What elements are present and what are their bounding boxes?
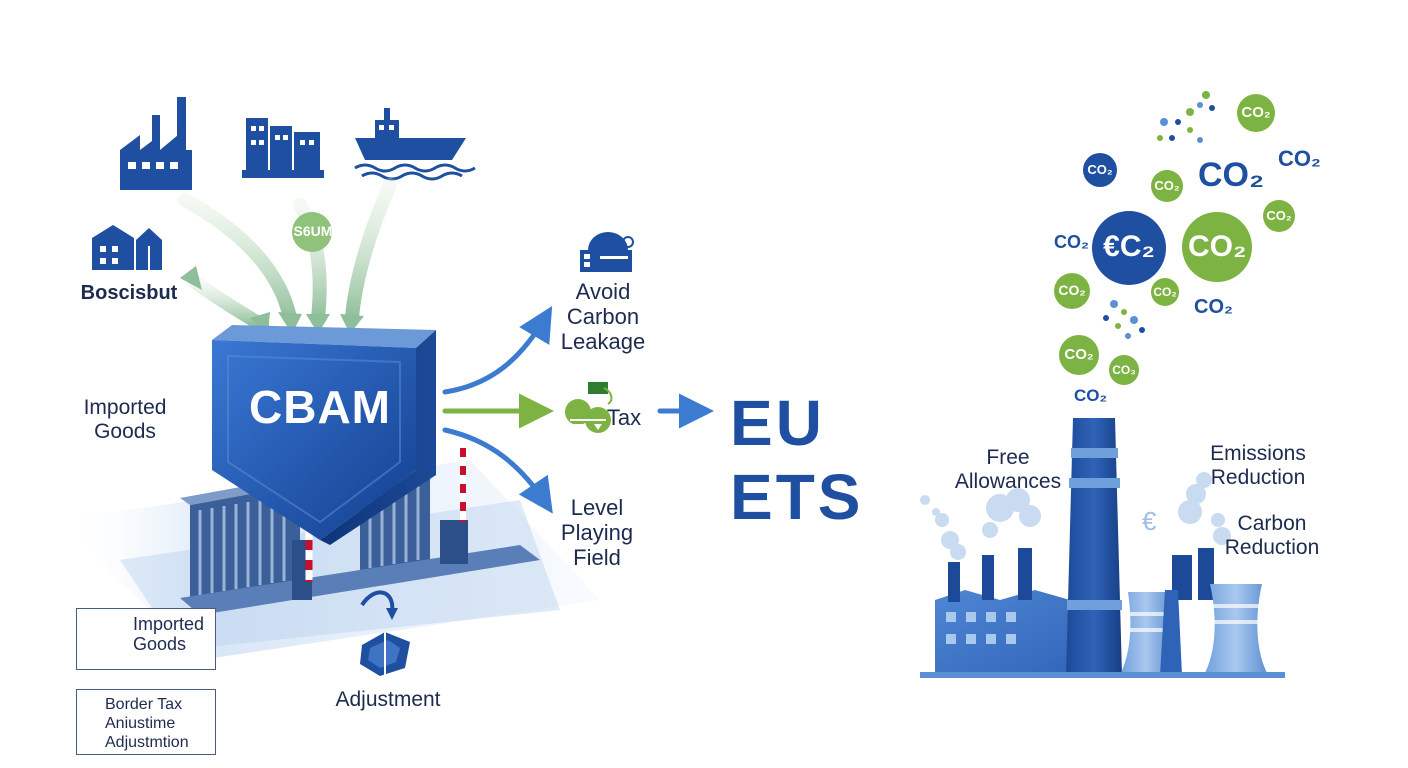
s6um-badge-label: S6UM xyxy=(293,223,333,239)
legend-imported-goods-text: Imported Goods xyxy=(133,614,205,655)
legend-imported-goods: CBAM Imported Goods xyxy=(76,608,216,670)
dome-building-icon xyxy=(580,232,634,272)
co2-bubble-label: CO₂ xyxy=(1154,178,1180,193)
co2-bubble-label: CO₂ xyxy=(1266,208,1292,223)
office-buildings-icon xyxy=(242,118,324,178)
co2-text-label: CO₂ xyxy=(1054,232,1089,252)
label-adjustment: Adjustment xyxy=(335,688,441,711)
co2-text-label: CO₂ xyxy=(1278,146,1321,171)
label-imported-goods: Imported Goods xyxy=(83,396,167,443)
co2-text-label: CO₂ xyxy=(1074,386,1108,405)
co2-bubble-label: CO₂ xyxy=(1153,285,1177,299)
eu-ets-title: EU ETS xyxy=(730,387,864,533)
label-free-allowances: Free Allowances xyxy=(954,446,1062,493)
co2-text-label: CO₂ xyxy=(1198,156,1265,194)
smoke-puffs xyxy=(920,472,1231,560)
legend-cbam-badge: CBAM xyxy=(87,631,123,645)
co2-dots xyxy=(1103,91,1215,339)
legend-item: Aniustime xyxy=(105,715,176,732)
co2-bubbles xyxy=(1054,94,1295,385)
co2-bubble-label: CO₂ xyxy=(1064,346,1094,363)
outcome-avoid-leakage: Avoid Carbon Leakage xyxy=(560,279,646,354)
euro-icon: € xyxy=(1142,506,1157,536)
border-gate xyxy=(180,448,540,615)
label-boscisbut: Boscisbut xyxy=(80,282,178,304)
co2-text-label: CO₂ xyxy=(1194,296,1233,318)
adjustment-icon xyxy=(360,590,410,676)
legend-item: Adjustmtion xyxy=(105,734,189,751)
outcome-arrows xyxy=(442,305,714,514)
outcome-level-playing-field: Level Playing Field xyxy=(560,495,634,570)
co2-bubble-label: CO₂ xyxy=(1241,104,1271,121)
inflow-arrowheads xyxy=(180,266,364,334)
co2-bubble-label: CO₃ xyxy=(1112,363,1136,377)
legend-item: Border Tax xyxy=(105,696,183,713)
svg-text:€: € xyxy=(1142,506,1157,536)
co2-bubble-label: CO₂ xyxy=(1087,162,1113,177)
legend-border-tax: Border Tax Aniustime Adjustmtion xyxy=(76,689,216,755)
outcome-tax: Tax xyxy=(606,405,642,430)
tax-scales-icon xyxy=(565,382,613,433)
s6um-badge xyxy=(292,212,332,252)
factory-icon xyxy=(120,97,192,190)
cbam-title: CBAM xyxy=(249,381,391,433)
power-plant xyxy=(920,418,1285,678)
inflow-arrows xyxy=(178,178,397,332)
label-emissions-reduction: Emissions Reduction xyxy=(1210,442,1306,489)
co2-big-green-label: CO₂ xyxy=(1188,230,1247,263)
co2-big-blue-label: €C₂ xyxy=(1103,230,1155,263)
cbam-shield xyxy=(212,325,436,545)
warehouse-icon xyxy=(92,225,162,270)
co2-bubble-label: CO₂ xyxy=(1058,282,1086,298)
label-carbon-reduction: Carbon Reduction xyxy=(1224,512,1320,559)
cargo-ship-icon xyxy=(354,108,476,181)
